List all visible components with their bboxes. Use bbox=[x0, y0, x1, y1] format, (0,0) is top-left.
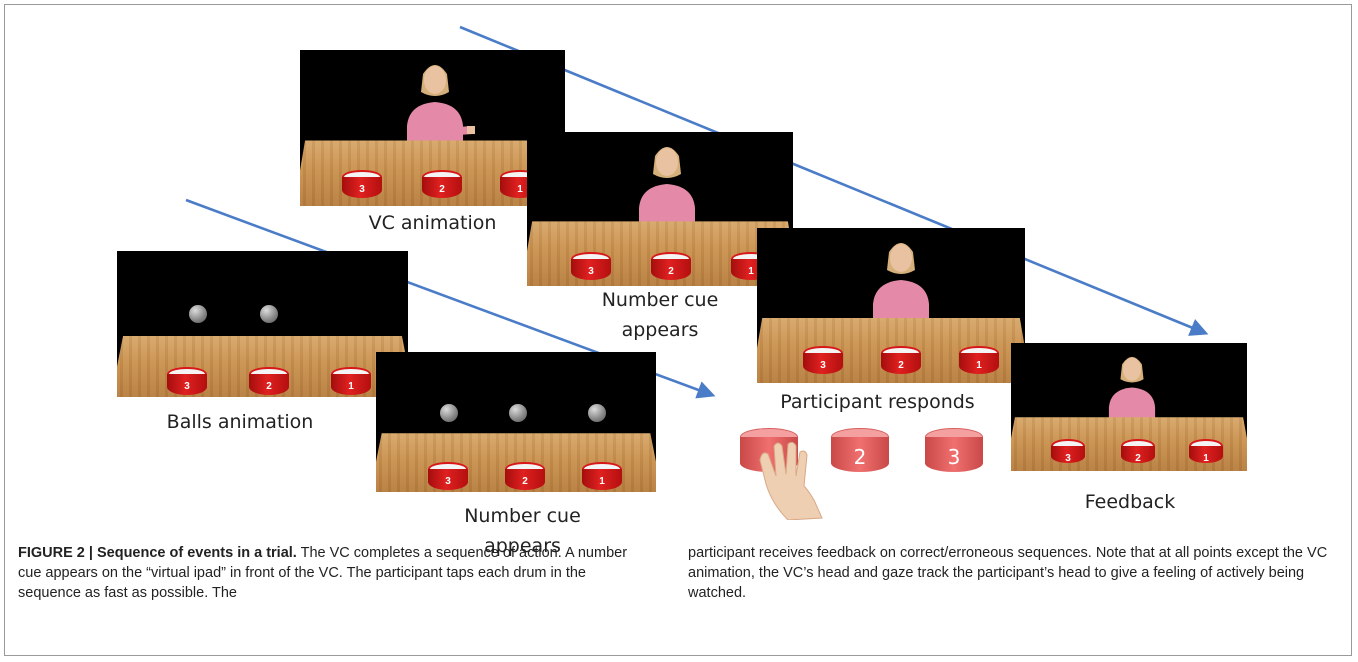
figure-caption-title: FIGURE 2 | Sequence of events in a trial… bbox=[18, 545, 297, 561]
panel-number-cue-balls: 231 3 2 1 bbox=[376, 352, 656, 492]
tapping-hand-icon bbox=[759, 441, 823, 520]
drum-middle: 2 bbox=[651, 252, 691, 280]
panel-balls-animation: 3 2 1 bbox=[117, 251, 408, 397]
drum-left: 3 bbox=[803, 346, 843, 374]
drum-middle: 2 bbox=[422, 170, 462, 198]
figure-caption-left: FIGURE 2 | Sequence of events in a trial… bbox=[18, 543, 648, 603]
drum-middle: 2 bbox=[881, 346, 921, 374]
arrow-top bbox=[459, 25, 1209, 336]
drum-left: 3 bbox=[571, 252, 611, 280]
label-participant-responds: Participant responds bbox=[780, 391, 975, 413]
figure-caption-left-text: The VC completes a sequence of action. A… bbox=[18, 545, 628, 601]
drum-left: 3 bbox=[428, 462, 468, 490]
figure-caption-right: participant receives feedback on correct… bbox=[688, 543, 1343, 603]
response-drum-3: 3 bbox=[925, 428, 983, 472]
label-balls-animation: Balls animation bbox=[166, 411, 314, 433]
drum-left: 3 bbox=[342, 170, 382, 198]
panel-participant-responds: 123 3 2 1 bbox=[757, 228, 1025, 383]
drum-right: 1 bbox=[1189, 439, 1223, 464]
label-number-cue-balls: Number cue appears bbox=[464, 505, 581, 557]
response-drum-2: 2 bbox=[831, 428, 889, 472]
ball-icon bbox=[588, 404, 606, 422]
drum-right: 1 bbox=[582, 462, 622, 490]
panel-vc-animation: 3 2 1 bbox=[300, 50, 565, 206]
drum-middle: 2 bbox=[249, 367, 289, 395]
drum-right: 1 bbox=[959, 346, 999, 374]
panel-feedback: 123 3 2 1 bbox=[1011, 343, 1247, 471]
ball-icon bbox=[189, 305, 207, 323]
drum-left: 3 bbox=[1051, 439, 1085, 464]
label-number-cue-vc: Number cue appears bbox=[601, 289, 719, 341]
label-vc-animation: VC animation bbox=[368, 212, 497, 234]
ball-icon bbox=[260, 305, 278, 323]
figure-frame bbox=[4, 4, 1352, 656]
drum-middle: 2 bbox=[505, 462, 545, 490]
figure-caption-right-text: participant receives feedback on correct… bbox=[688, 545, 1328, 601]
drum-right: 1 bbox=[331, 367, 371, 395]
label-feedback: Feedback bbox=[1084, 491, 1176, 513]
ball-icon bbox=[440, 404, 458, 422]
drum-middle: 2 bbox=[1121, 439, 1155, 464]
ball-icon bbox=[509, 404, 527, 422]
drum-left: 3 bbox=[167, 367, 207, 395]
panel-number-cue-vc: 123 3 2 1 bbox=[527, 132, 793, 286]
